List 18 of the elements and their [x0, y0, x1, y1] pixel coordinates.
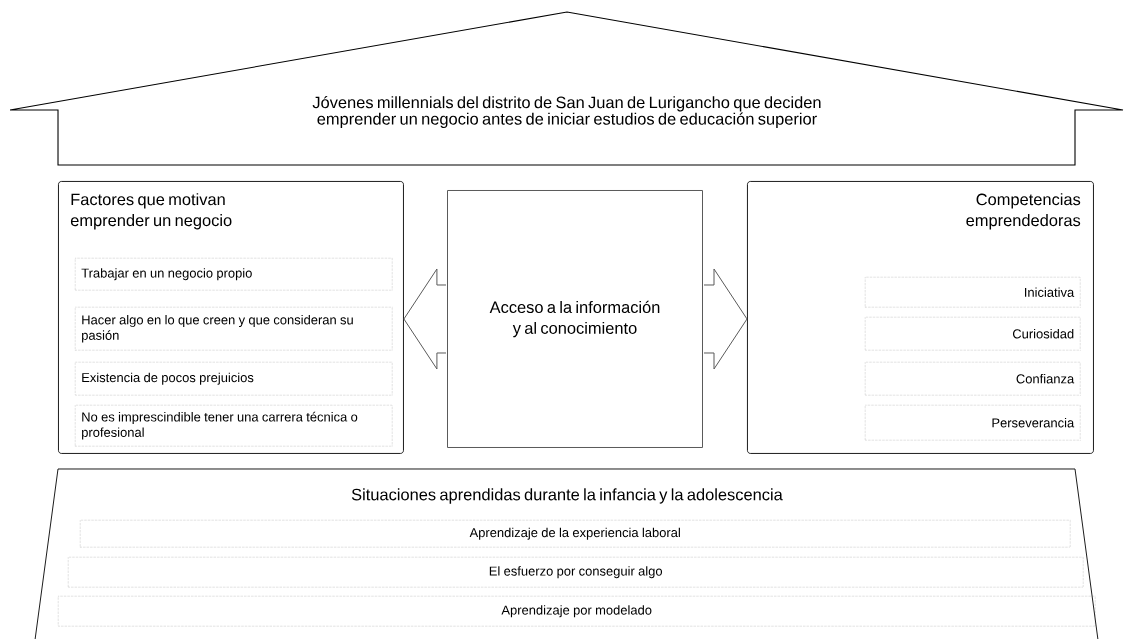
list-item-box: Existencia de pocos prejuicios	[75, 362, 393, 396]
list-item-box: Perseverancia	[865, 405, 1081, 441]
list-item-box: Trabajar en un negocio propio	[75, 258, 393, 291]
list-item-box: Aprendizaje por modelado	[58, 596, 1096, 627]
center-box: Acceso a la información y al conocimiento	[447, 190, 703, 448]
heading: Situaciones aprendidas durante la infancia y la adolescencia	[351, 488, 783, 504]
list-item-box: El esfuerzo por conseguir algo	[68, 557, 1084, 588]
list-item-box: Curiosidad	[865, 317, 1081, 351]
list-item-box: Hacer algo en lo que creen y que consideran su pasión	[75, 307, 393, 351]
list-item-box: No es imprescindible tener una carrera técnica o profesional	[75, 405, 393, 447]
panel-heading: Competencias emprendedoras	[966, 193, 1081, 230]
block-arrow	[403, 268, 447, 370]
panel-heading: Factores que motivan emprender un negocio	[70, 193, 232, 230]
block-arrow	[703, 268, 748, 370]
list-item-box: Aprendizaje de la experiencia laboral	[80, 520, 1071, 548]
list-item-box: Confianza	[865, 362, 1081, 396]
heading: Jóvenes millennials del distrito de San Juan de Lurigancho que deciden emprender un negocio antes de iniciar estudios de educación superior	[312, 96, 821, 128]
list-item-box: Iniciativa	[865, 277, 1081, 308]
